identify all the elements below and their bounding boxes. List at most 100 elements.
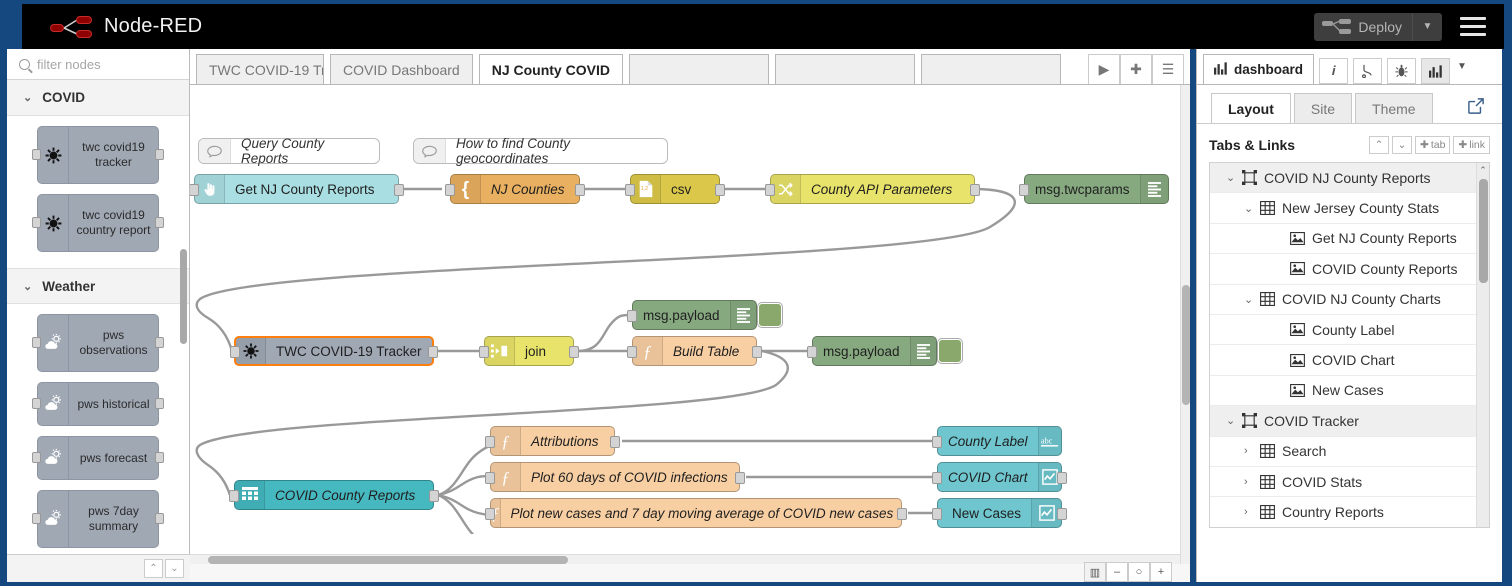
node-config-icon[interactable] <box>1353 58 1383 84</box>
tree-scrollbar[interactable]: ⌃ <box>1476 163 1489 527</box>
input-port[interactable] <box>190 184 199 196</box>
debug-bug-icon[interactable] <box>1387 58 1417 84</box>
zoom-out-icon[interactable]: – <box>1106 562 1128 582</box>
input-port[interactable] <box>932 508 942 520</box>
tree-item-search[interactable]: › Search <box>1210 436 1489 467</box>
input-port[interactable] <box>485 508 495 520</box>
scrollbar-thumb[interactable] <box>1182 285 1190 405</box>
output-port[interactable] <box>1057 472 1067 484</box>
scrollbar-thumb[interactable] <box>1479 179 1488 283</box>
output-port[interactable] <box>575 184 585 196</box>
play-arrow-icon[interactable]: ▶ <box>1088 54 1120 84</box>
palette-node-pws-forecast[interactable]: pws forecast <box>32 436 164 480</box>
input-port[interactable] <box>627 346 637 358</box>
tree-item-county-label[interactable]: County Label <box>1210 314 1489 346</box>
output-port[interactable] <box>715 184 725 196</box>
tree-item-covid-tracker[interactable]: ⌄ COVID Tracker <box>1210 406 1489 437</box>
chevron-down-icon[interactable]: ⌄ <box>1244 293 1254 306</box>
output-port[interactable] <box>569 346 579 358</box>
output-port[interactable] <box>610 436 620 448</box>
input-port[interactable] <box>229 490 239 502</box>
tree-item-country-reports[interactable]: › Country Reports <box>1210 497 1489 527</box>
dashboard-chart-icon[interactable] <box>1421 58 1451 84</box>
palette-category-weather[interactable]: ⌄ Weather <box>7 268 189 304</box>
flow-node-plot-new-cases-and-7-day-moving-average[interactable]: ƒ Plot new cases and 7 day moving averag… <box>485 498 907 528</box>
input-port[interactable] <box>932 472 942 484</box>
deploy-button[interactable]: Deploy ▼ <box>1314 13 1442 41</box>
tree-item-covid-stats[interactable]: › COVID Stats <box>1210 466 1489 498</box>
input-port[interactable] <box>479 346 489 358</box>
flow-node-msg-payload-debug-2[interactable]: msg.payload <box>807 336 962 366</box>
add-link-button[interactable]: ✚link <box>1453 136 1490 154</box>
subtab-layout[interactable]: Layout <box>1211 93 1291 123</box>
deploy-dropdown-caret-icon[interactable]: ▼ <box>1412 13 1442 41</box>
flow-node-twc-covid-19-tracker[interactable]: TWC COVID-19 Tracker <box>230 336 438 366</box>
tree-item-covid-chart[interactable]: COVID Chart <box>1210 345 1489 376</box>
palette-category-covid[interactable]: ⌄ COVID <box>7 80 189 116</box>
chevron-right-icon[interactable]: › <box>1244 445 1248 458</box>
output-port[interactable] <box>735 472 745 484</box>
input-port[interactable] <box>932 436 942 448</box>
sidebar-tab-dashboard[interactable]: dashboard <box>1203 54 1315 84</box>
palette-node-pws-7day-summary[interactable]: pws 7day summary <box>32 490 164 548</box>
flow-canvas[interactable]: Query County Reports How to find County … <box>190 85 1190 582</box>
debug-enable-toggle[interactable] <box>758 303 782 327</box>
palette-search-input[interactable]: filter nodes <box>7 49 189 80</box>
flow-node-get-nj-county-reports[interactable]: Get NJ County Reports <box>190 174 404 204</box>
tree-item-new-jersey-county-stats[interactable]: ⌄ New Jersey County Stats <box>1210 193 1489 224</box>
flow-tab-empty-3[interactable] <box>920 54 1061 84</box>
input-port[interactable] <box>485 436 495 448</box>
flow-node-new-cases[interactable]: New Cases <box>932 498 1067 528</box>
chevron-down-icon[interactable]: ⌄ <box>1226 415 1236 428</box>
output-port[interactable] <box>429 490 439 502</box>
expand-all-icon[interactable]: ⌄ <box>1392 136 1412 154</box>
output-port[interactable] <box>1057 508 1067 520</box>
output-port[interactable] <box>428 346 438 358</box>
expand-all-icon[interactable]: ⌄ <box>165 559 184 578</box>
debug-enable-toggle[interactable] <box>938 339 962 363</box>
input-port[interactable] <box>807 346 817 358</box>
comment-node-query-county-reports[interactable]: Query County Reports <box>198 136 380 166</box>
flow-node-msg-twcparams-debug[interactable]: msg.twcparams <box>1019 174 1169 204</box>
palette-scrollbar[interactable] <box>180 249 187 344</box>
input-port[interactable] <box>625 184 635 196</box>
input-port[interactable] <box>1019 184 1029 196</box>
tree-item-covid-nj-county-reports[interactable]: ⌄ COVID NJ County Reports <box>1210 163 1489 194</box>
flow-node-county-label[interactable]: County Label abc <box>932 426 1062 456</box>
input-port[interactable] <box>765 184 775 196</box>
input-port[interactable] <box>230 346 240 358</box>
add-tab-button[interactable]: ✚tab <box>1415 136 1451 154</box>
output-port[interactable] <box>897 508 907 520</box>
zoom-reset-icon[interactable]: ○ <box>1128 562 1150 582</box>
flow-node-covid-county-reports[interactable]: COVID County Reports <box>229 480 439 510</box>
flow-tab-empty-2[interactable] <box>774 54 915 84</box>
chevron-right-icon[interactable]: › <box>1244 475 1248 488</box>
scroll-up-icon[interactable]: ⌃ <box>1479 165 1487 175</box>
flow-node-covid-chart[interactable]: COVID Chart <box>932 462 1067 492</box>
zoom-in-icon[interactable]: + <box>1150 562 1172 582</box>
palette-node-twc-covid19-tracker[interactable]: twc covid19 tracker <box>32 126 164 184</box>
palette-node-twc-covid19-country-report[interactable]: twc covid19 country report <box>32 194 164 252</box>
flow-node-build-table[interactable]: ƒ Build Table <box>627 336 762 366</box>
output-port[interactable] <box>752 346 762 358</box>
external-link-icon[interactable] <box>1468 98 1484 117</box>
canvas-vertical-scrollbar[interactable] <box>1180 85 1190 564</box>
chevron-down-icon[interactable]: ⌄ <box>1226 172 1236 185</box>
output-port[interactable] <box>394 184 404 196</box>
tree-item-get-nj-county-reports[interactable]: Get NJ County Reports <box>1210 223 1489 255</box>
info-icon[interactable]: 𝒊 <box>1319 58 1349 84</box>
tree-item-covid-nj-county-charts[interactable]: ⌄ COVID NJ County Charts <box>1210 284 1489 315</box>
canvas-horizontal-scrollbar[interactable] <box>190 554 1180 564</box>
palette-node-pws-observations[interactable]: pws observations <box>32 314 164 372</box>
flow-node-county-api-parameters[interactable]: County API Parameters <box>765 174 980 204</box>
collapse-all-icon[interactable]: ⌃ <box>1369 136 1389 154</box>
flow-node-attributions[interactable]: ƒ Attributions <box>485 426 620 456</box>
chevron-down-icon[interactable]: ⌄ <box>1244 202 1254 215</box>
flow-node-msg-payload-debug-1[interactable]: msg.payload <box>627 300 782 330</box>
scrollbar-thumb[interactable] <box>208 556 568 564</box>
output-port[interactable] <box>970 184 980 196</box>
navigator-map-icon[interactable]: ▥ <box>1084 562 1106 582</box>
sidebar-more-chevron-down-icon[interactable]: ▼ <box>1457 61 1467 72</box>
input-port[interactable] <box>627 310 637 322</box>
flow-tab-twc-covid-19-tracker[interactable]: TWC COVID-19 Tra <box>196 54 324 84</box>
